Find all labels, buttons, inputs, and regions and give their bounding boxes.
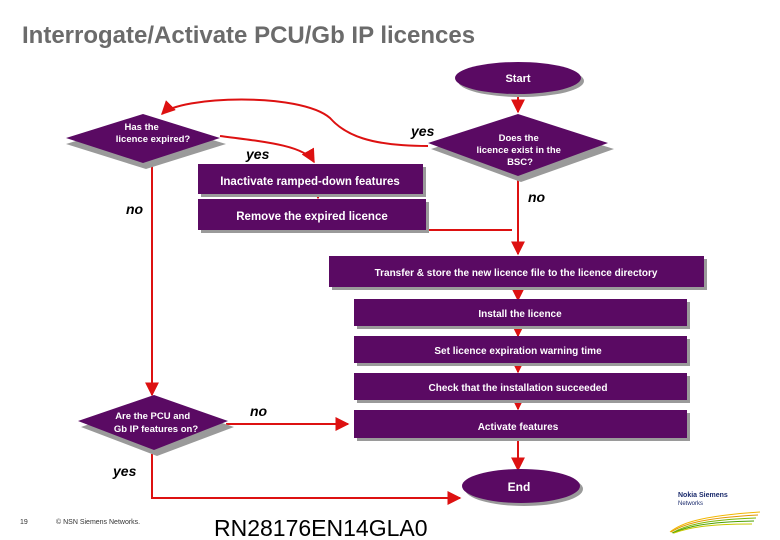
slide-title: Interrogate/Activate PCU/Gb IP licences bbox=[22, 22, 476, 49]
edge-label-features-no: no bbox=[250, 403, 268, 419]
logo-line-1: Nokia Siemens bbox=[678, 492, 728, 499]
edge-label-exists-no: no bbox=[528, 189, 546, 205]
process-remove: Remove the expired licence bbox=[198, 199, 429, 233]
process-check: Check that the installation succeeded bbox=[354, 373, 690, 403]
process-remove-label: Remove the expired licence bbox=[236, 211, 387, 223]
company-logo: Nokia Siemens Networks bbox=[668, 490, 768, 534]
decision-features-on: Are the PCU and Gb IP features on? bbox=[78, 395, 234, 456]
logo-line-2: Networks bbox=[678, 501, 704, 507]
decision-features-on-label: Are the PCU and Gb IP features on? bbox=[114, 411, 198, 435]
footer-page-number: 19 bbox=[20, 519, 28, 526]
edge-label-exists-yes: yes bbox=[410, 123, 435, 139]
process-install: Install the licence bbox=[354, 299, 690, 329]
process-set-warning: Set licence expiration warning time bbox=[354, 336, 690, 366]
end-label: End bbox=[508, 480, 531, 494]
arrow-expired-yes-to-inactivate bbox=[219, 135, 315, 164]
footer-copyright: © NSN Siemens Networks. bbox=[56, 519, 141, 526]
process-inactivate-label: Inactivate ramped-down features bbox=[220, 176, 400, 188]
footer-document-code: RN28176EN14GLA0 bbox=[214, 517, 428, 540]
process-inactivate: Inactivate ramped-down features bbox=[198, 164, 426, 197]
decision-licence-exists: Does the licence exist in the BSC? bbox=[428, 114, 614, 182]
process-install-label: Install the licence bbox=[478, 309, 562, 320]
arrow-features-yes-to-end bbox=[151, 454, 462, 505]
decision-has-expired-label: Has the licence expired? bbox=[116, 122, 191, 145]
edge-label-expired-yes: yes bbox=[245, 146, 270, 162]
process-transfer: Transfer & store the new licence file to… bbox=[329, 256, 707, 290]
start-label: Start bbox=[505, 73, 530, 85]
process-transfer-label: Transfer & store the new licence file to… bbox=[375, 268, 658, 279]
decision-licence-exists-label: Does the licence exist in the BSC? bbox=[476, 133, 563, 168]
process-activate: Activate features bbox=[354, 410, 690, 441]
arrow-exists-yes-to-expired bbox=[161, 98, 429, 147]
process-check-label: Check that the installation succeeded bbox=[429, 383, 608, 394]
process-set-warning-label: Set licence expiration warning time bbox=[434, 346, 602, 357]
end-node: End bbox=[462, 469, 583, 506]
edge-label-expired-no: no bbox=[126, 201, 144, 217]
start-node: Start bbox=[455, 62, 584, 97]
decision-has-expired: Has the licence expired? bbox=[66, 114, 226, 169]
edge-label-features-yes: yes bbox=[112, 463, 137, 479]
logo-swoosh-icon bbox=[669, 511, 761, 534]
process-activate-label: Activate features bbox=[478, 422, 559, 433]
